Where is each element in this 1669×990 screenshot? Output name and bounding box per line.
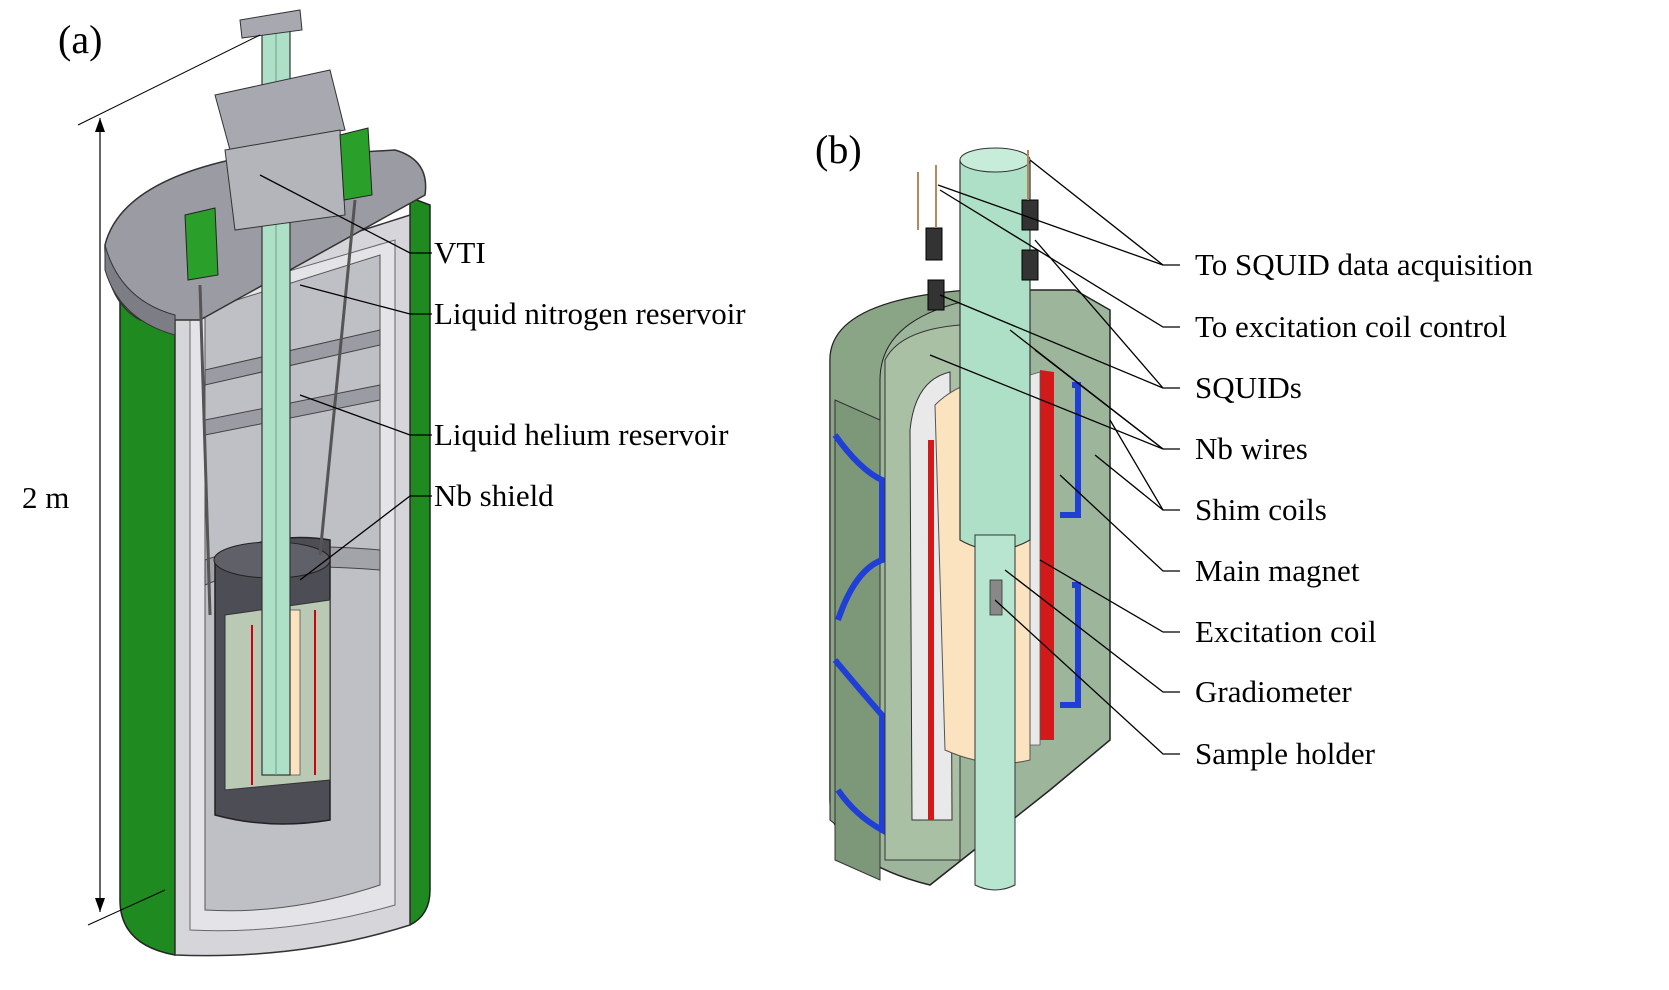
label-excitation-coil: Excitation coil bbox=[1195, 614, 1377, 649]
magnet-insert-drawing bbox=[829, 147, 1111, 891]
panel-a-leaders bbox=[259, 174, 432, 581]
label-nb-shield: Nb shield bbox=[434, 478, 554, 513]
label-nb-wires: Nb wires bbox=[1195, 431, 1308, 466]
label-squids: SQUIDs bbox=[1195, 370, 1302, 405]
height-dimension-label: 2 m bbox=[22, 480, 70, 515]
panel-b-tag: (b) bbox=[815, 127, 862, 172]
label-vti: VTI bbox=[434, 235, 486, 270]
label-liquid-nitrogen-reservoir: Liquid nitrogen reservoir bbox=[434, 296, 746, 331]
label-main-magnet: Main magnet bbox=[1195, 553, 1360, 588]
label-to-squid-data-acquisition: To SQUID data acquisition bbox=[1195, 247, 1533, 282]
label-gradiometer: Gradiometer bbox=[1195, 674, 1352, 709]
panel-b-leaders bbox=[929, 159, 1180, 755]
label-sample-holder: Sample holder bbox=[1195, 736, 1375, 771]
label-liquid-helium-reservoir: Liquid helium reservoir bbox=[434, 417, 729, 452]
label-to-excitation-coil-control: To excitation coil control bbox=[1195, 309, 1508, 344]
panel-a-tag: (a) bbox=[58, 17, 103, 62]
cryostat-drawing bbox=[77, 9, 431, 957]
label-shim-coils: Shim coils bbox=[1195, 492, 1327, 527]
